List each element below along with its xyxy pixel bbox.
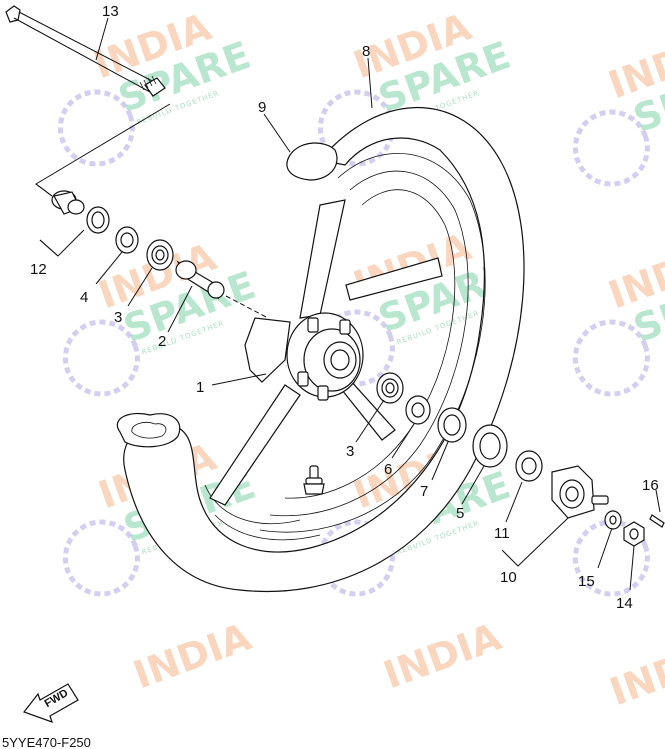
callout-labels: 13 8 9 12 4 3 2 1 3 6 7 5 11 10 16 15 14	[30, 3, 659, 612]
callout-6: 6	[384, 461, 392, 478]
watermark-line1: INDIA	[604, 631, 665, 714]
callout-3b: 3	[346, 443, 354, 460]
part-oil-seal-4	[115, 226, 139, 254]
watermark-logo	[572, 519, 650, 597]
callout-9: 9	[258, 99, 266, 116]
callout-16: 16	[642, 477, 659, 494]
fwd-arrow-icon: FWD	[23, 683, 79, 723]
part-wheel-rim-1	[116, 106, 525, 593]
watermark-line1: INDIA	[128, 614, 257, 697]
callout-13: 13	[102, 3, 119, 20]
callout-12: 12	[30, 261, 47, 278]
part-bearing-3b	[376, 372, 404, 404]
callout-4: 4	[80, 289, 88, 306]
part-nut-14	[623, 521, 645, 547]
callout-3a: 3	[114, 309, 122, 326]
watermark-logo: INDIA	[378, 614, 507, 697]
callout-10: 10	[500, 569, 517, 586]
part-oil-seal-7	[437, 407, 467, 443]
watermark-logo: INDIA	[128, 614, 257, 697]
part-axle-13	[5, 5, 166, 97]
part-collar-12	[51, 190, 110, 234]
part-circlip-6	[405, 395, 431, 425]
part-bearing-3a	[146, 239, 174, 271]
part-spacer-2	[175, 260, 225, 300]
part-gear-11	[515, 450, 543, 482]
callout-2: 2	[158, 333, 166, 350]
valve-stem	[303, 465, 325, 495]
callout-15: 15	[578, 573, 595, 590]
part-speedo-gear-unit-10	[551, 465, 609, 519]
watermark-line1: INDIA	[378, 614, 507, 697]
part-cotter-pin-16	[649, 514, 665, 528]
watermark-logo: INDIA SPARE	[572, 24, 665, 187]
callout-8: 8	[362, 43, 370, 60]
callout-7: 7	[420, 483, 428, 500]
callout-11: 11	[494, 525, 510, 542]
callout-14: 14	[616, 595, 633, 612]
diagram-code: 5YYE470-F250	[2, 735, 91, 749]
watermark-logo: INDIA SPARE	[572, 234, 665, 397]
part-washer-15	[604, 510, 622, 530]
watermark-logo: INDIA	[604, 631, 665, 714]
leader-lines	[95, 17, 661, 591]
callout-1: 1	[196, 379, 204, 396]
part-oil-seal-5	[472, 424, 508, 468]
callout-5: 5	[456, 505, 464, 522]
